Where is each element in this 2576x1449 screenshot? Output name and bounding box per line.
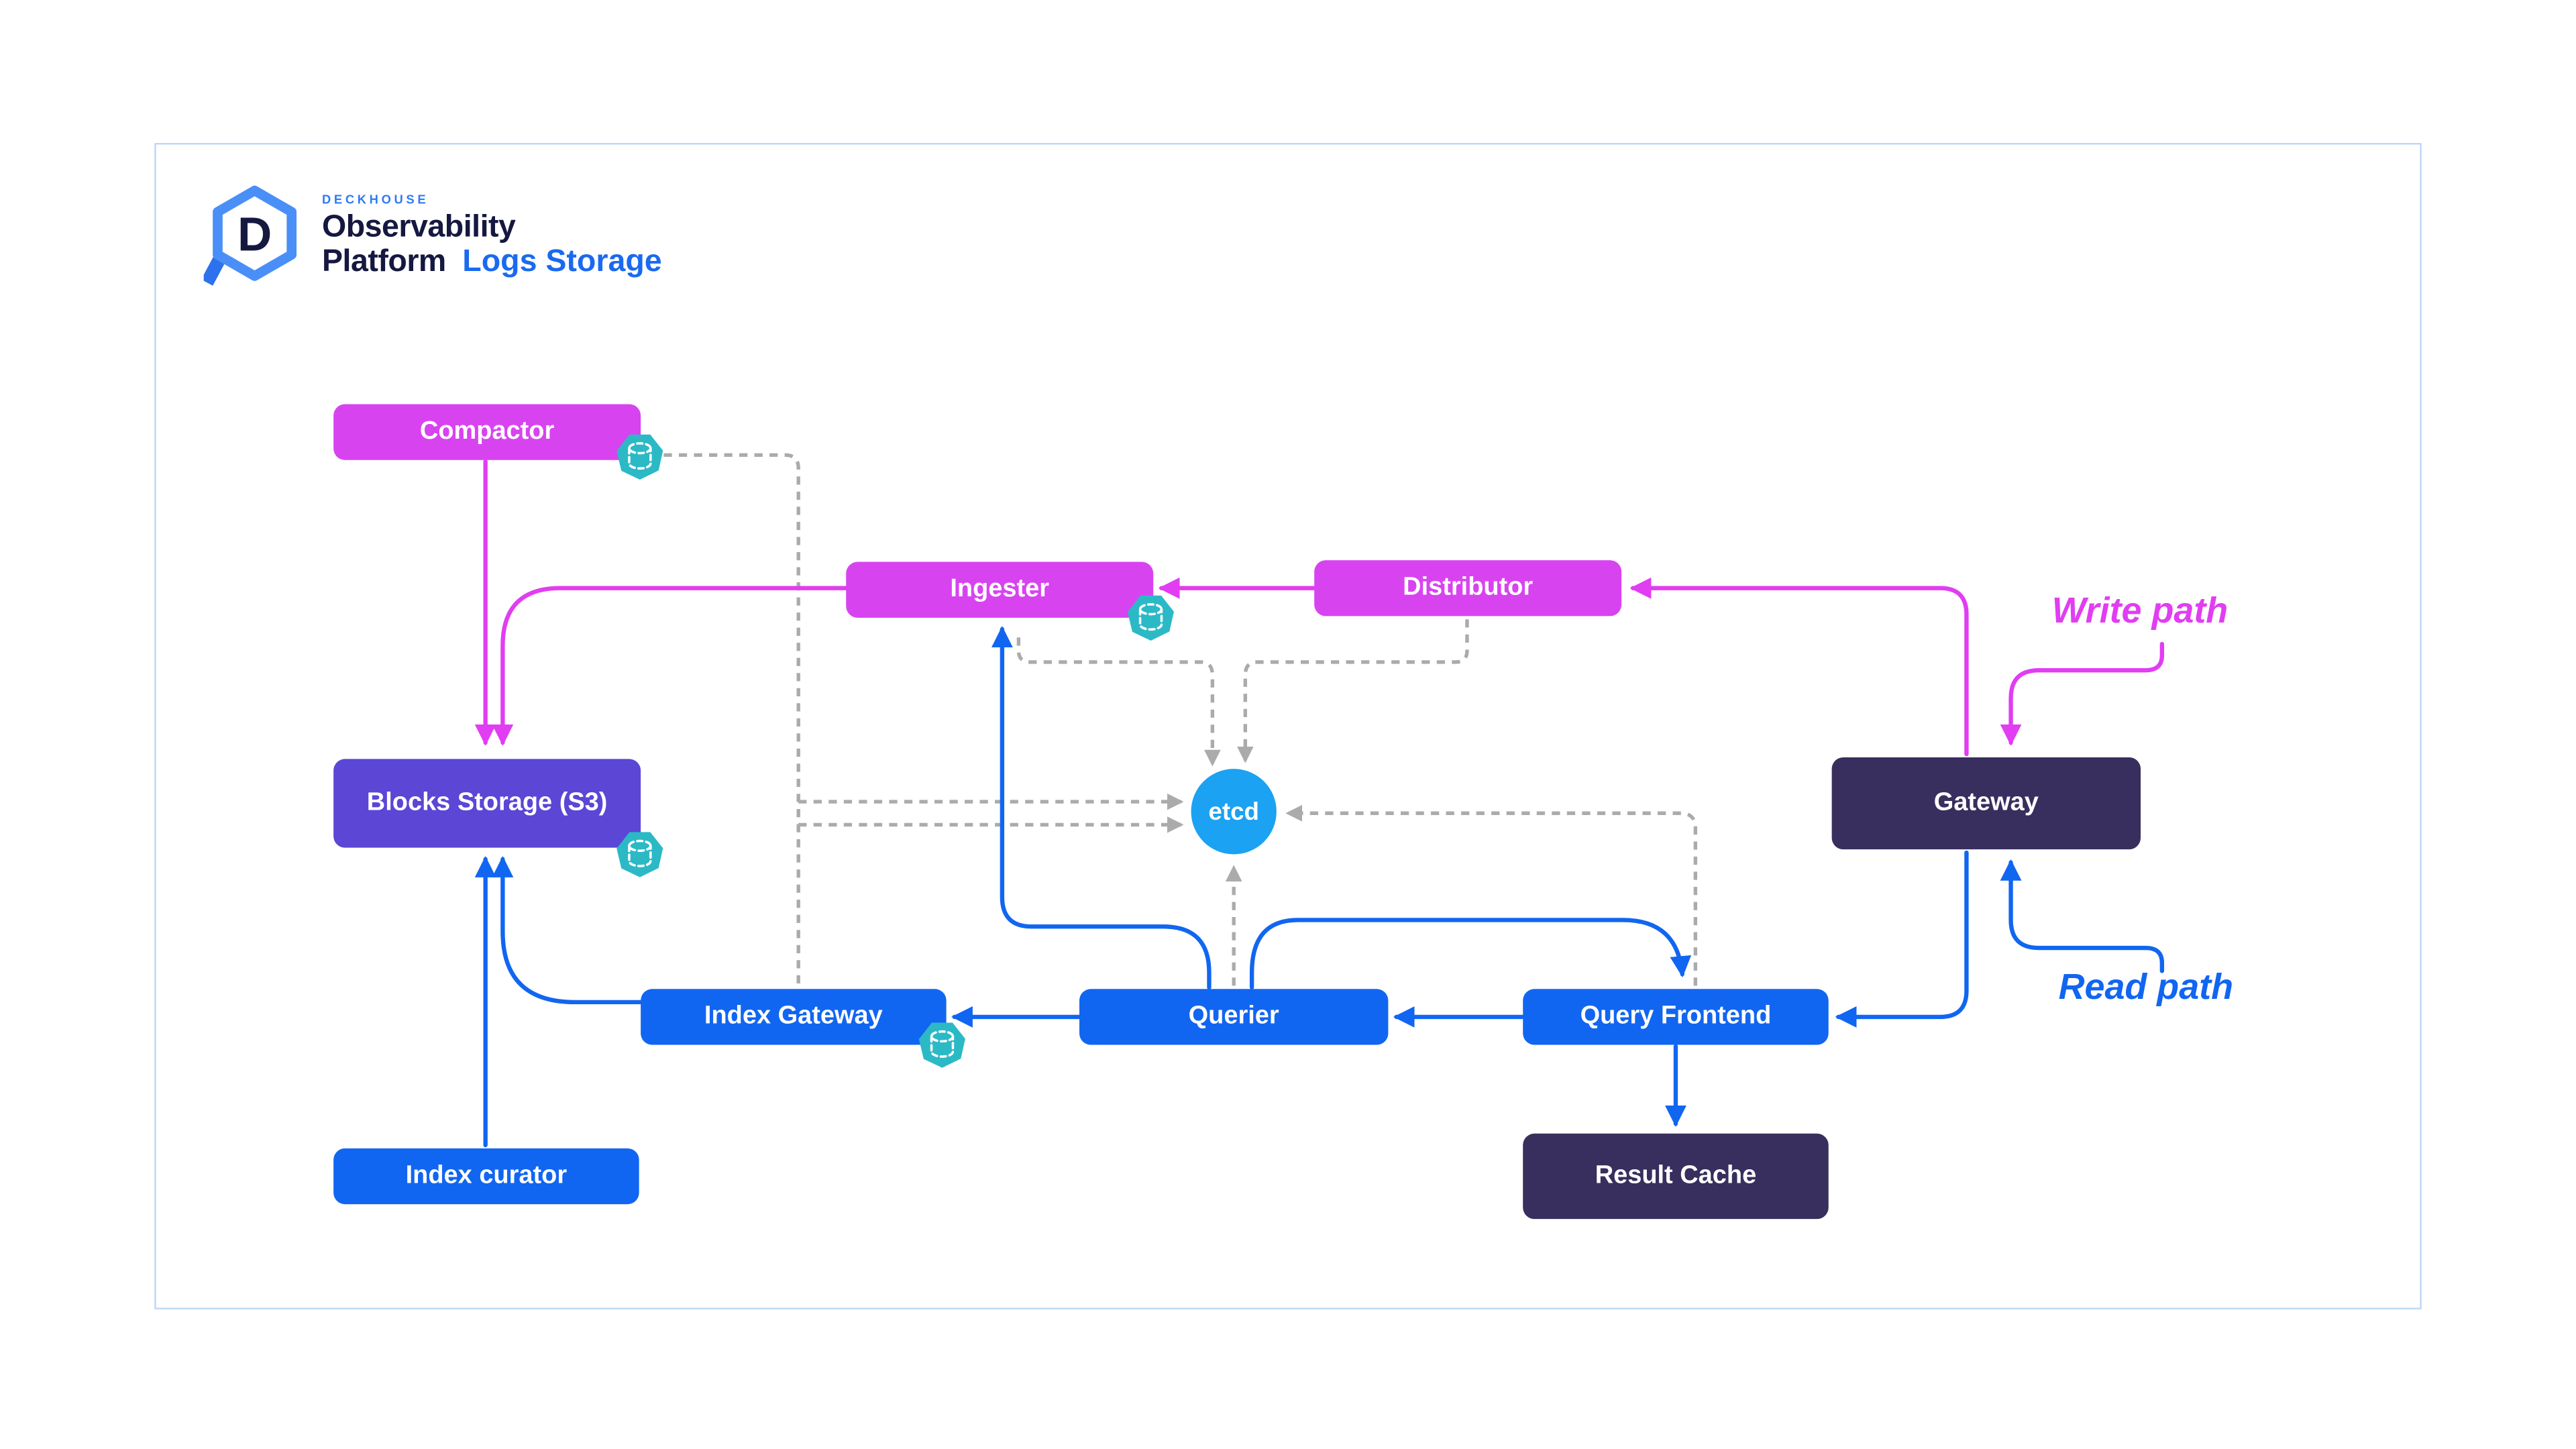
read-path-label: Read path	[2058, 966, 2234, 1008]
node-result-cache-label: Result Cache	[1595, 1161, 1757, 1190]
edge-index-gateway-blocks-storage	[492, 856, 643, 1005]
node-querier-label: Querier	[1188, 1002, 1279, 1030]
edge-ingester-etcd	[1016, 637, 1221, 767]
logo-title-line1: Observability	[322, 210, 516, 245]
product-name: Logs Storage	[462, 244, 662, 279]
hexagon-icon	[213, 185, 297, 281]
diagram-frame	[154, 143, 2422, 1309]
node-gateway-label: Gateway	[1933, 788, 2039, 817]
write-path-label: Write path	[2051, 590, 2229, 631]
edge-gateway-distributor	[1629, 577, 1969, 757]
node-ingester-label: Ingester	[950, 575, 1050, 603]
node-index-curator: Index curator	[333, 1148, 639, 1205]
node-index-gateway-label: Index Gateway	[704, 1002, 883, 1030]
node-compactor: Compactor	[333, 404, 641, 460]
read-path-callout-arrow	[2000, 859, 2165, 973]
compactor-storage-icon	[616, 434, 663, 480]
logo-letter: D	[237, 208, 272, 261]
edge-gateway-query-frontend	[1835, 850, 1969, 1028]
edge-distributor-etcd	[1236, 619, 1469, 763]
magnifier-handle-icon	[203, 254, 226, 286]
write-path-callout-arrow	[2000, 641, 2165, 746]
node-index-curator-label: Index curator	[405, 1161, 568, 1190]
deckhouse-logo-icon: D	[203, 185, 297, 286]
brand-name: DECKHOUSE	[322, 192, 429, 207]
node-etcd: etcd	[1191, 769, 1277, 855]
edge-ingester-blocks-storage	[492, 586, 849, 746]
node-etcd-label: etcd	[1208, 797, 1259, 826]
node-blocks-storage: Blocks Storage (S3)	[333, 759, 641, 848]
ingester-storage-icon	[1127, 595, 1174, 641]
node-compactor-label: Compactor	[419, 417, 555, 445]
blocks-storage-storage-icon	[616, 832, 663, 877]
edge-querier-query-frontend	[1249, 918, 1692, 990]
node-querier: Querier	[1079, 989, 1389, 1045]
node-distributor-label: Distributor	[1403, 573, 1534, 602]
node-blocks-storage-label: Blocks Storage (S3)	[366, 788, 608, 817]
node-query-frontend-label: Query Frontend	[1580, 1002, 1772, 1030]
node-ingester: Ingester	[846, 561, 1154, 618]
edge-query-frontend-etcd	[1285, 804, 1698, 986]
index-gateway-storage-icon	[918, 1022, 965, 1068]
logo-text: DECKHOUSE Observability Platform Logs St…	[322, 193, 662, 280]
edge-compactor-etcd-trunk	[663, 453, 800, 986]
node-result-cache: Result Cache	[1523, 1133, 1829, 1220]
node-index-gateway: Index Gateway	[641, 989, 947, 1045]
node-distributor: Distributor	[1314, 560, 1622, 616]
node-gateway: Gateway	[1831, 757, 2141, 850]
logo-title-line2: Platform	[322, 244, 446, 279]
edge-querier-ingester	[991, 626, 1212, 990]
node-query-frontend: Query Frontend	[1523, 989, 1829, 1045]
